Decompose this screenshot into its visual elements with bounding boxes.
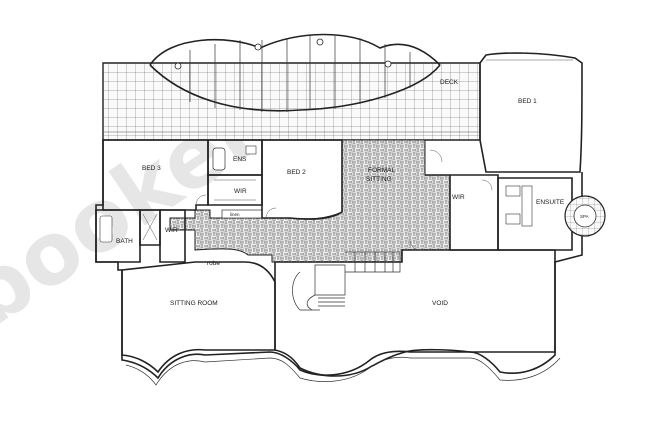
label-bed3: BED 3: [142, 165, 161, 172]
label-sitting-room: SITTING ROOM: [170, 300, 218, 307]
label-spa: SPA: [580, 214, 589, 219]
bed2: BED 2: [261, 139, 343, 220]
label-wir-bed1: WIR: [452, 194, 465, 201]
label-void: VOID: [432, 300, 448, 307]
label-linen: linen: [230, 212, 240, 217]
bed1: BED 1: [479, 52, 583, 173]
ens-wir: ENS WIR linen: [207, 139, 263, 219]
label-formal-2: SITTING: [366, 176, 392, 183]
void: VOID: [274, 249, 556, 377]
label-deck: DECK: [440, 79, 459, 86]
label-bed1: BED 1: [518, 98, 537, 105]
label-bed2: BED 2: [287, 169, 306, 176]
label-formal-1: FORMAL: [368, 167, 395, 174]
sitting-room: robe SITTING ROOM: [121, 260, 276, 374]
ensuite: ENSUITE SPA: [497, 177, 606, 251]
deck: DECK: [102, 33, 481, 141]
bath-wir: BATH WIR: [95, 209, 186, 263]
label-wir-bath: WIR: [165, 227, 178, 234]
label-robe: robe: [207, 260, 220, 267]
label-ens: ENS: [233, 156, 247, 163]
door-swings: [195, 149, 493, 251]
label-bath: BATH: [116, 238, 133, 245]
label-wir-bed2: WIR: [234, 188, 247, 195]
label-ensuite: ENSUITE: [536, 199, 565, 206]
